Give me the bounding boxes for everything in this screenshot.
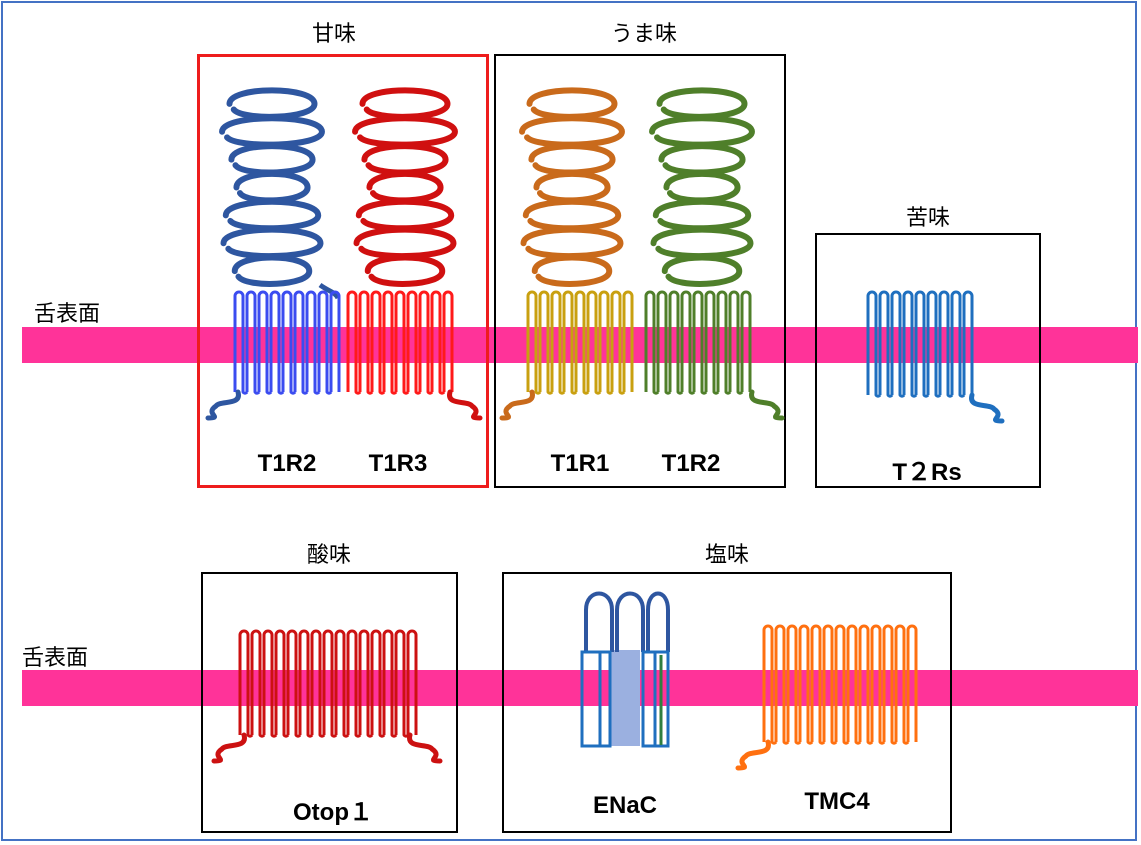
umami-box [494, 54, 786, 488]
label-otop1: Otop１ [293, 799, 373, 826]
label-t1r2-sweet: T1R2 [257, 450, 317, 477]
sour-box [201, 572, 458, 833]
membrane-bottom [22, 670, 1138, 706]
bitter-title: 苦味 [905, 206, 951, 231]
label-tmc4: TMC4 [804, 788, 870, 815]
sour-title: 酸味 [306, 543, 352, 568]
membrane-label-top: 舌表面 [34, 302, 101, 327]
label-t2rs: T２Rs [892, 459, 962, 486]
salty-title: 塩味 [704, 543, 750, 568]
sweet-title: 甘味 [311, 22, 357, 47]
label-t1r3: T1R3 [368, 450, 428, 477]
membrane-label-bottom: 舌表面 [22, 646, 89, 671]
label-t1r2-umami: T1R2 [661, 450, 721, 477]
label-t1r1: T1R1 [550, 450, 610, 477]
salty-box [502, 572, 952, 833]
bitter-box [815, 233, 1041, 488]
umami-title: うま味 [610, 22, 678, 47]
sweet-box [197, 54, 489, 488]
label-enac: ENaC [592, 792, 658, 819]
